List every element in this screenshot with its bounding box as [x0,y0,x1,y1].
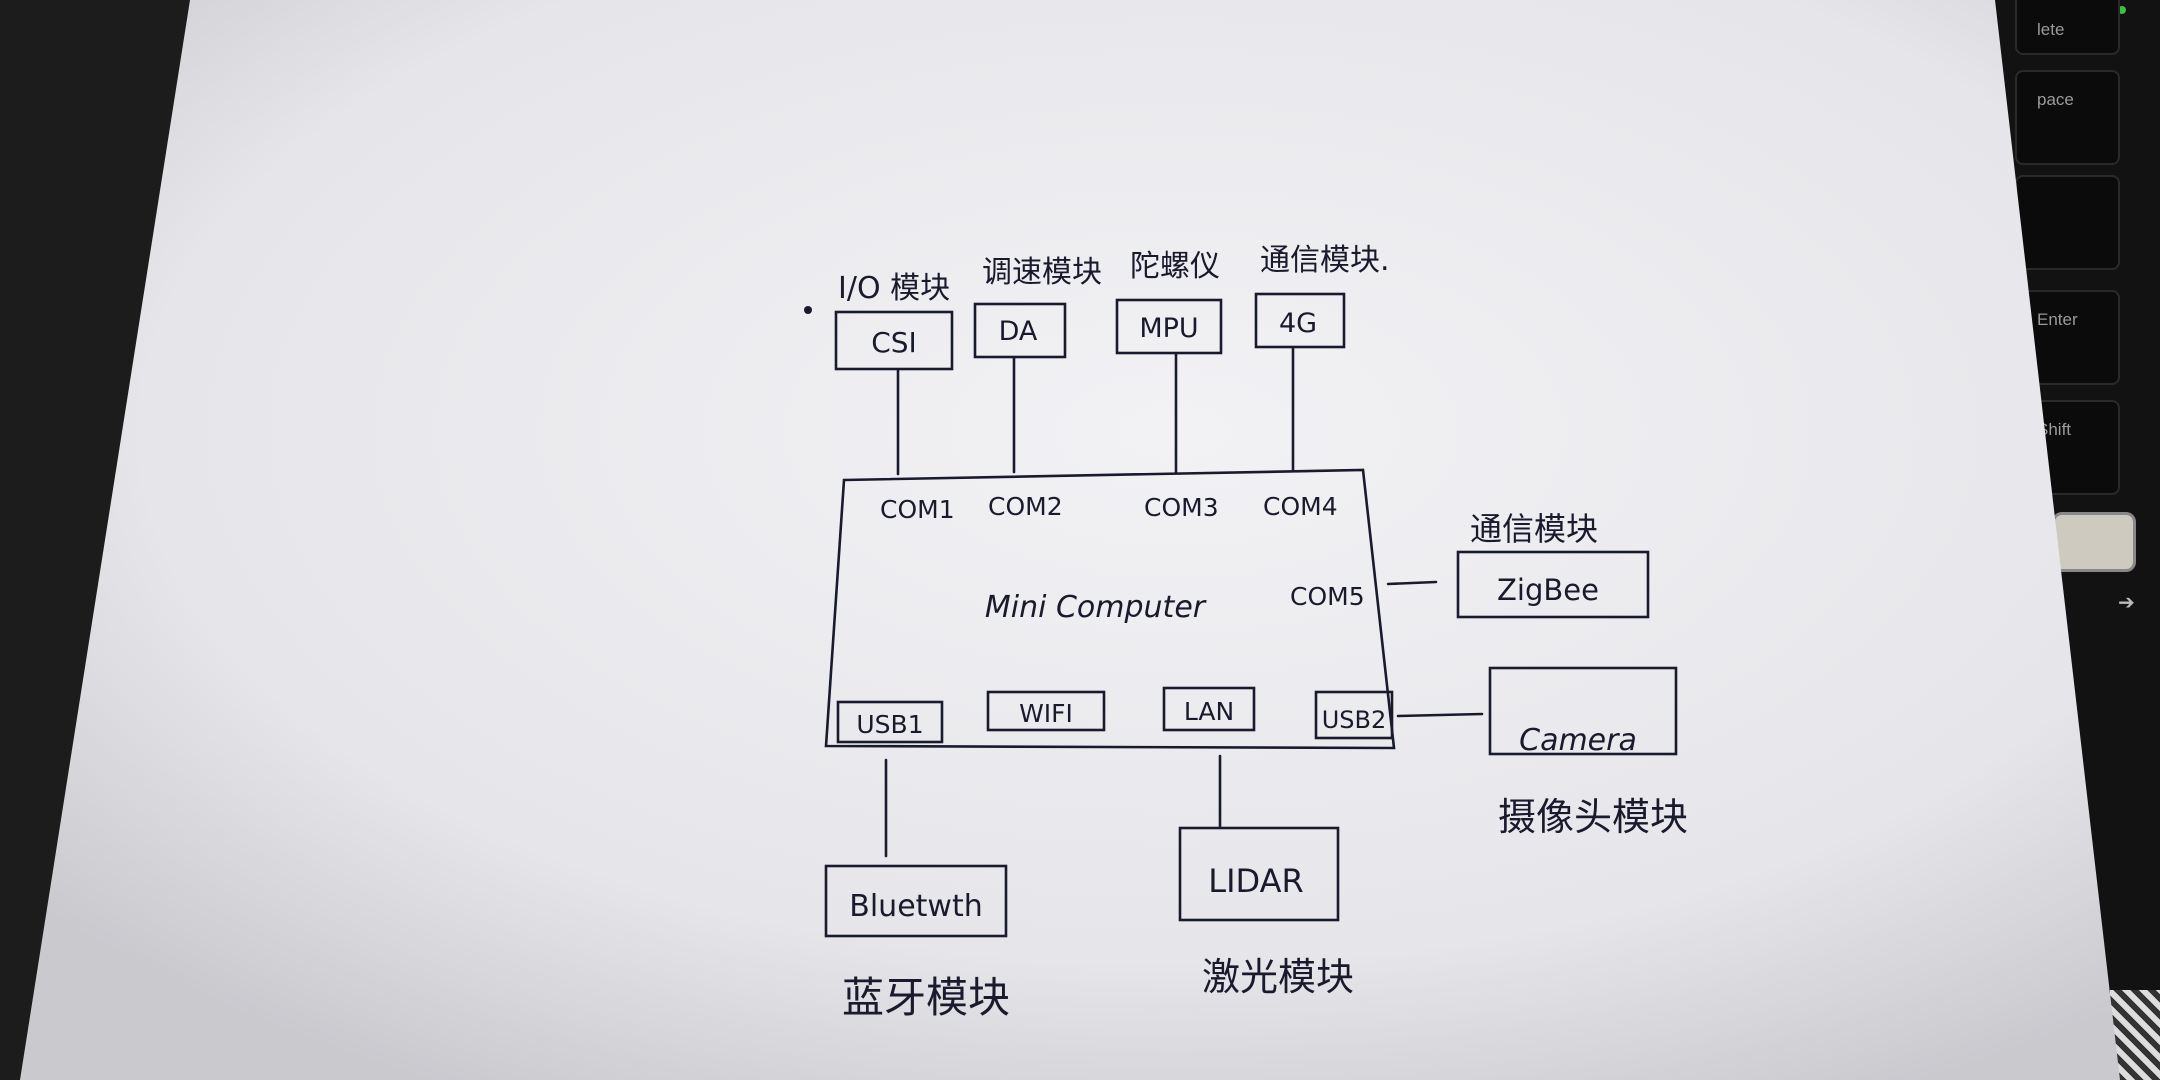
port-usb2-box [1314,690,1394,740]
top-module-4g-label: 4G [1279,308,1317,339]
lidar-box [1178,826,1340,922]
camera-connector [1396,712,1484,718]
camera-box [1488,666,1678,756]
power-led [2118,6,2126,14]
paper-background [20,0,2120,1080]
delete-key-label: lete [2037,20,2065,39]
pattern-corner [2110,990,2160,1080]
top-module-csi: I/O 模块 CSI [834,271,954,476]
port-com4: COM4 [1263,492,1338,521]
arrow-right-icon: ➔ [2118,590,2135,614]
top-module-mpu: 陀螺仪 MPU [1115,249,1223,474]
zigbee-caption: 通信模块 [1470,510,1598,548]
port-usb1: USB1 [856,710,923,739]
bluetooth-caption: 蓝牙模块 [842,973,1010,1022]
top-module-mpu-box [1115,298,1223,355]
delete-key: lete [2015,0,2120,55]
camera-caption: 摄像头模块 [1498,795,1688,839]
port-wifi: WIFI [1019,699,1073,728]
top-module-da-label: DA [999,316,1038,347]
shift-key-label: Shift [2037,420,2072,439]
camera-module: Camera 摄像头模块 [1396,666,1688,839]
bluetooth-label: Bluetwth [849,889,982,924]
top-module-csi-label: CSI [871,326,917,359]
mini-computer-box [824,468,1396,750]
space-key: pace [2015,70,2120,165]
port-com3: COM3 [1144,493,1219,522]
top-module-csi-box [834,310,954,371]
top-module-da: 调速模块 DA [973,255,1102,474]
port-usb1-box [836,700,944,744]
pen-dot [804,306,812,314]
lidar-label: LIDAR [1208,862,1303,900]
space-key-label: pace [2037,90,2074,109]
top-module-4g: 通信模块. 4G [1254,243,1390,472]
port-com5: COM5 [1290,582,1365,611]
zigbee-module: 通信模块 ZigBee [1386,510,1650,619]
zigbee-connector [1386,580,1438,586]
zigbee-box [1456,550,1650,619]
top-module-mpu-caption: 陀螺仪 [1130,249,1220,284]
camera-label: Camera [1519,723,1637,758]
top-module-mpu-label: MPU [1139,313,1198,344]
top-module-4g-box [1254,292,1346,349]
top-module-csi-caption: I/O 模块 [838,271,950,306]
mini-computer: Mini Computer COM1 COM2 COM3 COM4 COM5 U… [824,468,1396,750]
mini-computer-label: Mini Computer [985,590,1207,625]
top-module-da-caption: 调速模块 [982,255,1102,290]
port-com2: COM2 [988,492,1063,521]
port-lan: LAN [1184,697,1234,726]
port-com1: COM1 [880,495,955,524]
port-wifi-box [986,690,1106,732]
zigbee-label: ZigBee [1497,573,1599,607]
blank-key [2015,175,2120,270]
top-module-4g-caption: 通信模块. [1260,243,1390,278]
lidar-caption: 激光模块 [1202,955,1354,999]
lidar-module: LIDAR 激光模块 [1178,754,1354,999]
bluetooth-module: Bluetwth 蓝牙模块 [824,758,1010,1022]
bluetooth-box [824,864,1008,938]
enter-key-label: Enter [2037,310,2078,329]
port-lan-box [1162,686,1256,732]
trackpoint-button [2052,512,2136,572]
port-usb2: USB2 [1322,706,1387,734]
top-module-da-box [973,302,1067,359]
